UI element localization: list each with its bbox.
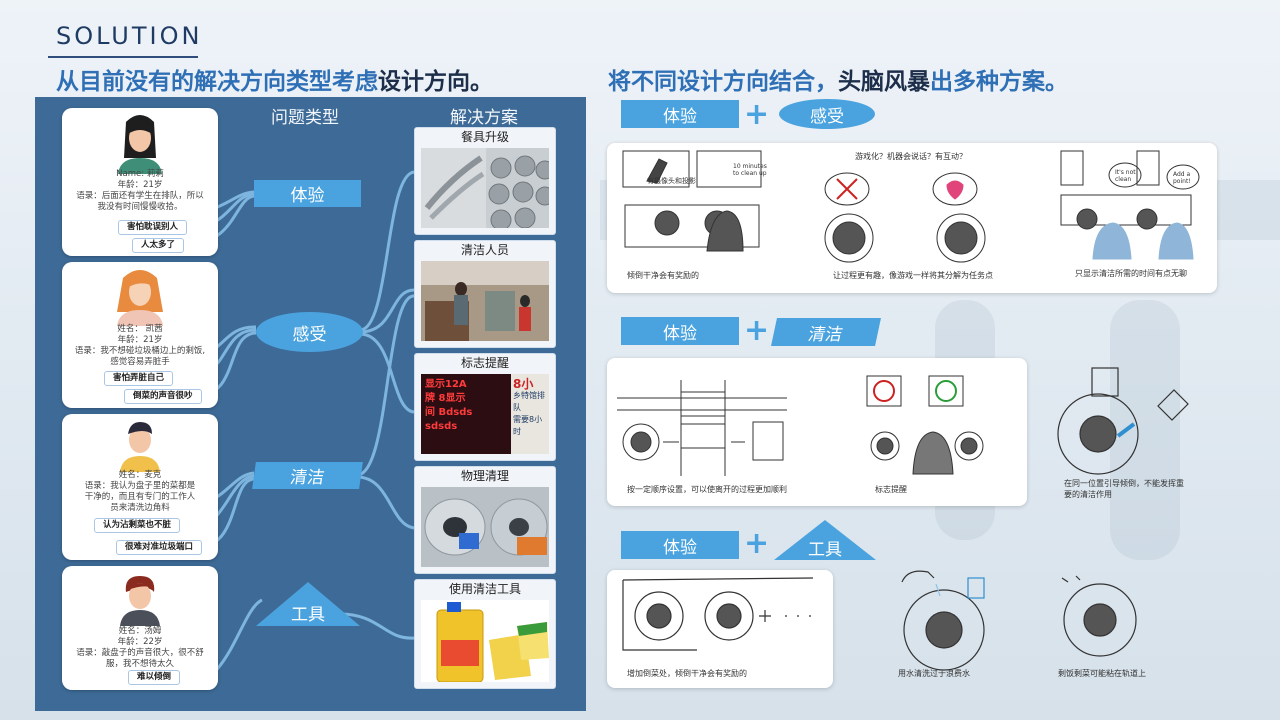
pain-tag: 认为沾剩菜也不脏	[94, 518, 181, 533]
section-underline	[48, 56, 198, 58]
persona-quote-cont: 感觉容易弄脏手	[110, 357, 170, 367]
persona-name: 姓名： 凯茜	[117, 324, 163, 334]
persona-name: Name: 莉莉	[116, 169, 164, 179]
right-title: 将不同设计方向结合，头脑风暴出多种方案。	[608, 69, 1068, 95]
persona-quote: 语录：我不想碰垃圾桶边上的剩饭,	[74, 346, 206, 356]
sketch-caption: 用水清洗过于浪费水	[898, 669, 970, 678]
cleaning-tools-image	[421, 600, 549, 682]
track-residue-sketch	[1061, 575, 1137, 657]
persona-age: 年龄：22岁	[117, 637, 163, 647]
sketch-caption: 倾倒干净会有奖励的	[627, 271, 699, 280]
category-cleaning: 清洁	[252, 462, 363, 489]
sketch-caption: 在同一位置引导倾倒，不能发挥重	[1064, 479, 1184, 488]
category-experience: 体验	[254, 180, 361, 207]
combo2-sketches	[617, 375, 984, 476]
combo1-tag-experience: 体验	[621, 100, 739, 128]
solution-title: 清洁人员	[460, 243, 509, 257]
solution-title: 使用清洁工具	[448, 582, 521, 596]
male-avatar-icon	[120, 576, 160, 626]
physical-cleaning-image	[421, 487, 549, 567]
section-label: SOLUTION	[56, 22, 203, 50]
persona-card-tom: 姓名：汤姆 年龄：22岁 语录：敲盘子的声音很大，很不舒 服，我不想待太久	[62, 566, 218, 690]
persona-quote: 语录：后面还有学生在排队，所以	[76, 191, 204, 201]
plus-icon: +	[744, 97, 770, 132]
sketch-caption: 要的清洁作用	[1064, 490, 1112, 499]
persona-age: 年龄：21岁	[117, 335, 163, 345]
sketch-note: Add a point!	[1173, 171, 1191, 185]
sketch-question: 游戏化？机器会说话？有互动？	[855, 152, 967, 161]
pain-tag: 难以倾倒	[128, 670, 181, 685]
persona-card-mike: 姓名：麦克 语录：我认为盘子里的菜都是 干净的，而且有专门的工作人 员来清洗边角…	[62, 414, 218, 560]
queue-sign: 8小 乡特馆排队 需要8小时	[511, 374, 549, 454]
combo2-tag-experience: 体验	[621, 317, 739, 345]
persona-quote-cont: 我没有时间慢慢收拾。	[97, 202, 183, 212]
solution-sign-reminder: 标志提醒 显示12A 牌 8显示 间 Bdsds sdsds 8小 乡特馆排队 …	[414, 353, 556, 461]
solution-title: 物理清理	[460, 469, 509, 483]
female-avatar-icon	[117, 270, 163, 326]
combo3-sketch-panel: 增加倒菜处，倾倒干净会有奖励的	[607, 570, 833, 688]
sketch-caption: 按一定顺序设置，可以使离开的过程更加顺利	[627, 485, 787, 494]
persona-quote-cont: 服，我不想待太久	[105, 659, 174, 669]
sketch-caption: 让过程更有趣，像游戏一样将其分解为任务点	[833, 271, 993, 280]
persona-quote-cont: 干净的，而且有专门的工作人	[84, 492, 196, 502]
combo2-sketch-panel: 按一定顺序设置，可以使离开的过程更加顺利 标志提醒	[607, 358, 1027, 506]
female-avatar-icon	[118, 115, 162, 174]
sign-image: 显示12A 牌 8显示 间 Bdsds sdsds 8小 乡特馆排队 需要8小时	[421, 374, 549, 454]
pain-tag: 倒菜的声音很吵	[124, 389, 202, 404]
cleaning-staff-image	[421, 261, 549, 341]
solution-physical-cleaning: 物理清理	[414, 466, 556, 574]
combo1-tag-feeling: 感受	[779, 99, 875, 129]
male-avatar-icon	[120, 422, 160, 472]
sketch-note: It's not clean	[1115, 169, 1136, 183]
sketch-note: 有摄像头和投影	[647, 177, 696, 185]
persona-age: 年龄：21岁	[117, 180, 163, 190]
category-feeling: 感受	[256, 312, 363, 352]
water-cleaning-sketch	[901, 570, 985, 671]
col-header-solution: 解决方案	[450, 108, 518, 128]
sketch-caption: 剩饭剩菜可能粘在轨道上	[1058, 669, 1146, 678]
persona-quote-cont: 员来清洗边角料	[110, 503, 170, 513]
led-sign: 显示12A 牌 8显示 间 Bdsds sdsds	[425, 379, 473, 432]
tableware-image	[421, 148, 549, 228]
sketch-caption: 只显示清洁所需的时间有点无聊	[1075, 269, 1187, 278]
combo1-sketches	[622, 150, 1200, 263]
combo2-tag-cleaning: 清洁	[771, 318, 881, 346]
left-title: 从目前没有的解决方向类型考虑设计方向。	[56, 69, 493, 95]
sketch-caption: 标志提醒	[875, 485, 907, 494]
col-header-problem: 问题类型	[271, 108, 339, 128]
persona-name: 姓名：麦克	[118, 470, 162, 480]
sketch-caption: 增加倒菜处，倾倒干净会有奖励的	[627, 669, 747, 678]
pain-tag: 害怕耽误别人	[118, 220, 188, 235]
persona-quote: 语录：敲盘子的声音很大，很不舒	[76, 648, 204, 658]
plus-icon: +	[744, 313, 770, 348]
solution-cleaning-staff: 清洁人员	[414, 240, 556, 348]
combo3-sketches	[622, 577, 814, 651]
pain-tag: 害怕弄脏自己	[104, 371, 174, 386]
combo3-tag-experience: 体验	[621, 531, 739, 559]
bg-person-silhouette	[1110, 300, 1180, 560]
persona-card-cathy: 姓名： 凯茜 年龄：21岁 语录：我不想碰垃圾桶边上的剩饭, 感觉容易弄脏手	[62, 262, 218, 408]
solution-tableware-upgrade: 餐具升级	[414, 127, 556, 235]
pain-tag: 人太多了	[132, 238, 185, 253]
guided-tipping-sketch	[1057, 367, 1189, 475]
combo1-sketch-panel: 有摄像头和投影 10 minutes to clean up 游戏化？机器会说话…	[607, 143, 1217, 293]
solution-title: 餐具升级	[460, 130, 509, 144]
solution-cleaning-tools: 使用清洁工具	[414, 579, 556, 689]
plus-icon: +	[744, 526, 770, 561]
solution-title: 标志提醒	[460, 356, 509, 370]
persona-name: 姓名：汤姆	[118, 626, 162, 636]
persona-quote: 语录：我认为盘子里的菜都是	[84, 481, 196, 491]
pain-tag: 很难对准垃圾端口	[116, 540, 203, 555]
sketch-note: 10 minutes to clean up	[733, 163, 767, 177]
